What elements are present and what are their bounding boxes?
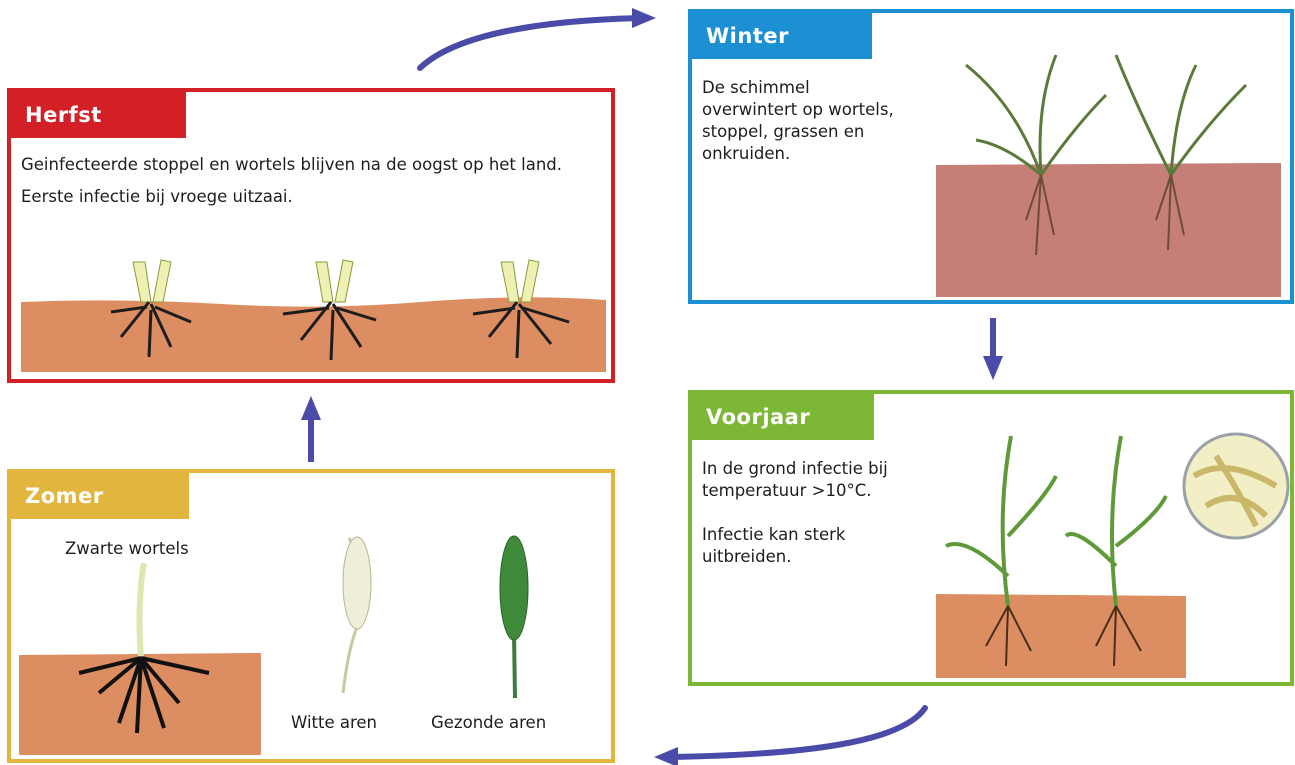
herfst-stubble-illustration	[21, 252, 606, 372]
winter-plants-illustration	[936, 45, 1281, 297]
panel-title-zomer: Zomer	[11, 473, 189, 519]
panel-winter: Winter De schimmel overwintert op wortel…	[688, 9, 1294, 304]
panel-herfst: Herfst Geinfecteerde stoppel en wortels …	[7, 88, 615, 383]
panel-title-voorjaar: Voorjaar	[692, 394, 874, 440]
voorjaar-plants-illustration	[936, 416, 1291, 678]
black-roots-illustration	[19, 563, 261, 755]
herfst-text-line1: Geinfecteerde stoppel en wortels blijven…	[21, 154, 591, 176]
witte-aren-icon	[319, 533, 379, 693]
voorjaar-text-line1: In de grond infectie bij temperatuur >10…	[702, 458, 902, 502]
panel-zomer: Zomer Zwarte wortels Witte aren Gezonde …	[7, 469, 615, 763]
voorjaar-text: In de grond infectie bij temperatuur >10…	[702, 458, 902, 568]
gezonde-aren-icon	[489, 533, 539, 703]
panel-title-herfst: Herfst	[11, 92, 186, 138]
panel-title-winter: Winter	[692, 13, 872, 59]
infection-magnifier-icon	[1184, 434, 1288, 538]
herfst-text: Geinfecteerde stoppel en wortels blijven…	[21, 154, 591, 208]
winter-text: De schimmel overwintert op wortels, stop…	[702, 77, 902, 165]
voorjaar-text-line2: Infectie kan sterk uitbreiden.	[702, 524, 902, 568]
caption-witte-aren: Witte aren	[291, 713, 377, 732]
herfst-text-line2: Eerste infectie bij vroege uitzaai.	[21, 186, 591, 208]
caption-gezonde-aren: Gezonde aren	[431, 713, 546, 732]
caption-zwarte-wortels: Zwarte wortels	[65, 539, 189, 558]
panel-voorjaar: Voorjaar In de grond infectie bij temper…	[688, 390, 1294, 686]
